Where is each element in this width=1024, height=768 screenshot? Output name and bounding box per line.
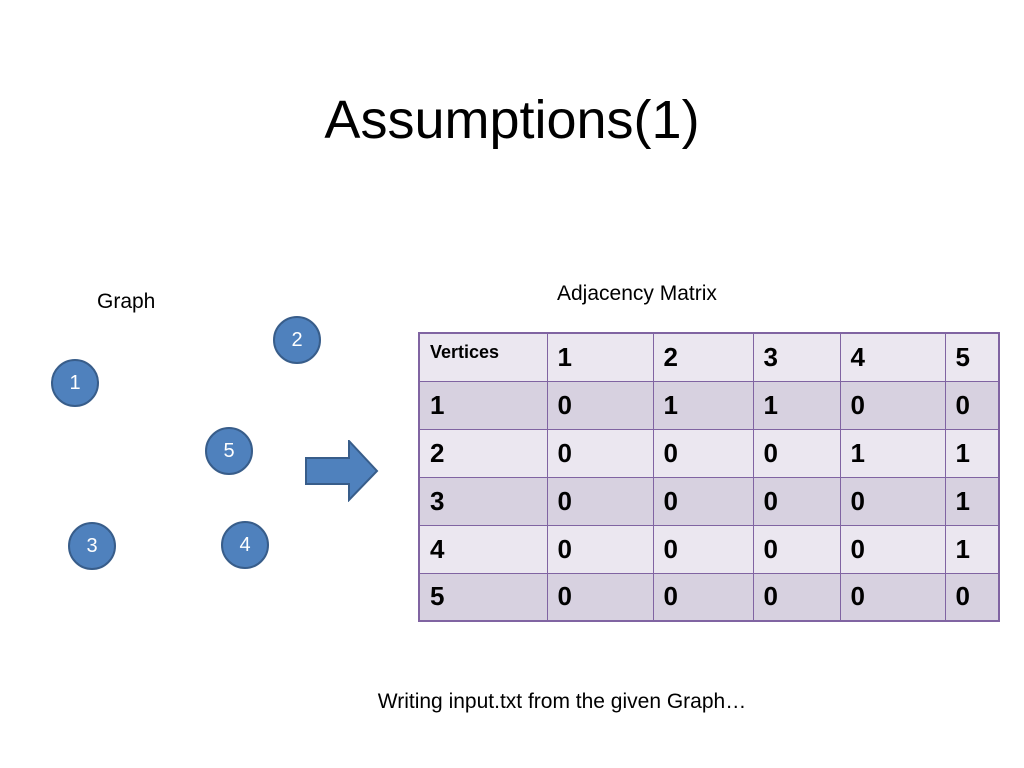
matrix-label: Adjacency Matrix — [557, 282, 717, 305]
column-header: 5 — [944, 332, 1000, 382]
matrix-cell: 0 — [546, 524, 654, 574]
table-row: 5 0 0 0 0 0 — [418, 572, 1000, 622]
matrix-cell: 0 — [652, 524, 754, 574]
matrix-cell: 0 — [752, 572, 841, 622]
matrix-cell: 0 — [652, 476, 754, 526]
slide-title: Assumptions(1) — [324, 90, 700, 150]
graph-label: Graph — [97, 290, 156, 313]
matrix-cell: 0 — [546, 476, 654, 526]
matrix-cell: 0 — [839, 476, 946, 526]
matrix-cell: 0 — [752, 428, 841, 478]
matrix-cell: 1 — [652, 380, 754, 430]
table-row: 3 0 0 0 0 1 — [418, 476, 1000, 526]
matrix-cell: 1 — [752, 380, 841, 430]
column-header: 3 — [752, 332, 841, 382]
row-header: 4 — [418, 524, 548, 574]
matrix-cell: 0 — [944, 380, 1000, 430]
matrix-cell: 1 — [944, 428, 1000, 478]
matrix-cell: 0 — [652, 572, 754, 622]
column-header: 4 — [839, 332, 946, 382]
graph-node-4: 4 — [221, 521, 269, 569]
matrix-cell: 0 — [752, 476, 841, 526]
vertices-header: Vertices — [418, 332, 548, 382]
adjacency-matrix-table: Vertices 1 2 3 4 5 1 0 1 1 0 0 2 0 0 0 1… — [418, 332, 1000, 622]
table-row: 1 0 1 1 0 0 — [418, 380, 1000, 430]
matrix-cell: 0 — [839, 572, 946, 622]
matrix-cell: 0 — [839, 380, 946, 430]
graph-node-5: 5 — [205, 427, 253, 475]
matrix-cell: 1 — [944, 476, 1000, 526]
table-row: 4 0 0 0 0 1 — [418, 524, 1000, 574]
right-arrow-icon — [305, 440, 379, 502]
row-header: 2 — [418, 428, 548, 478]
table-header-row: Vertices 1 2 3 4 5 — [418, 332, 1000, 382]
graph-node-1: 1 — [51, 359, 99, 407]
matrix-cell: 0 — [652, 428, 754, 478]
matrix-cell: 0 — [546, 380, 654, 430]
matrix-cell: 1 — [839, 428, 946, 478]
matrix-cell: 0 — [944, 572, 1000, 622]
row-header: 5 — [418, 572, 548, 622]
graph-node-2: 2 — [273, 316, 321, 364]
graph-node-3: 3 — [68, 522, 116, 570]
row-header: 1 — [418, 380, 548, 430]
matrix-cell: 0 — [546, 428, 654, 478]
matrix-cell: 0 — [839, 524, 946, 574]
matrix-cell: 1 — [944, 524, 1000, 574]
row-header: 3 — [418, 476, 548, 526]
column-header: 1 — [546, 332, 654, 382]
matrix-cell: 0 — [546, 572, 654, 622]
matrix-cell: 0 — [752, 524, 841, 574]
column-header: 2 — [652, 332, 754, 382]
footer-caption: Writing input.txt from the given Graph… — [377, 690, 747, 713]
table-row: 2 0 0 0 1 1 — [418, 428, 1000, 478]
